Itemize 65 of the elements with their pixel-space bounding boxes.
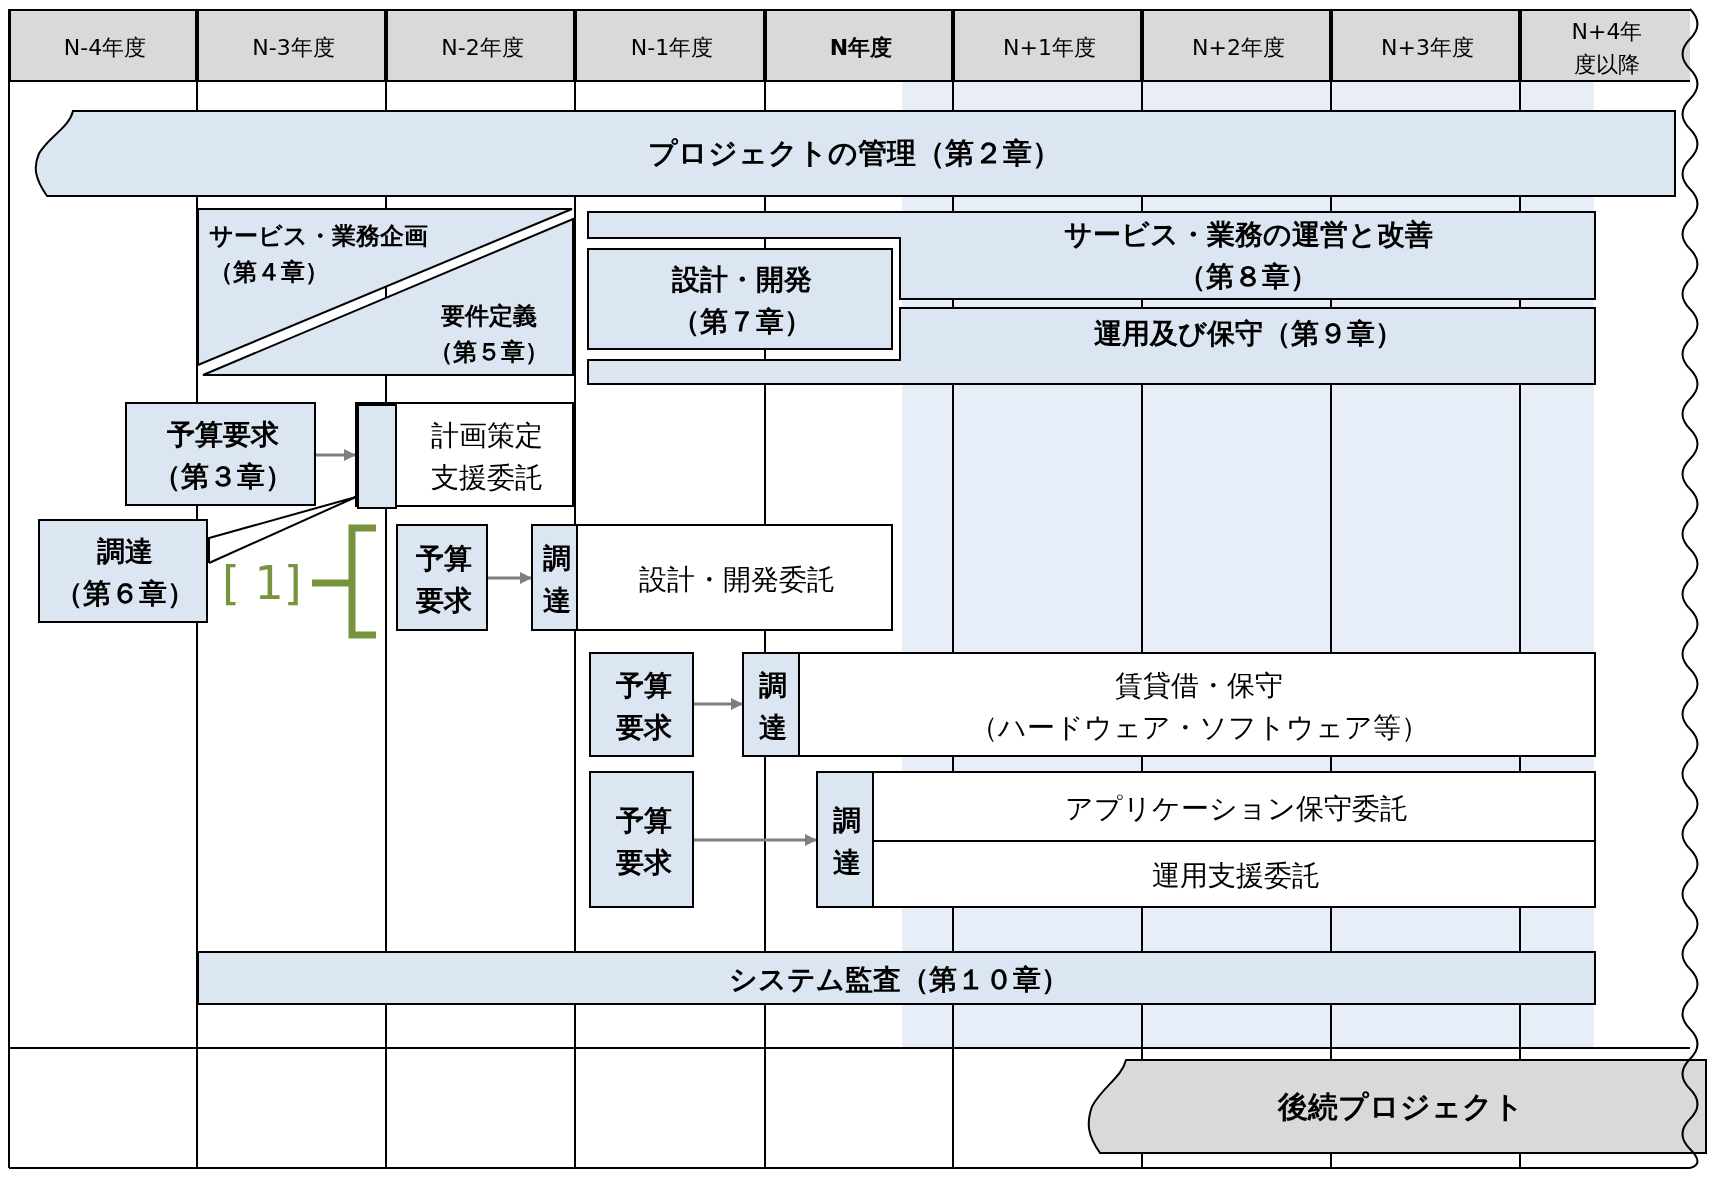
procurement-strip — [816, 771, 874, 908]
task-box — [872, 840, 1596, 908]
task-box — [589, 652, 694, 757]
task-box — [355, 402, 574, 507]
box-label: 予算要求 — [614, 802, 673, 881]
box-label: アプリケーション保守委託 — [1064, 790, 1408, 827]
header-cell — [9, 9, 197, 82]
header-cell — [386, 9, 575, 82]
header-cell — [765, 9, 953, 82]
phase-box — [587, 307, 1596, 385]
box-label: 運用及び保守（第９章） — [1093, 315, 1403, 352]
task-box — [396, 524, 488, 631]
procurement-strip — [742, 652, 800, 757]
box-label: N+4年度以降 — [1570, 17, 1644, 79]
box-label: 予算要求 — [415, 540, 473, 619]
box-label: 設計・開発委託 — [638, 561, 835, 598]
box-label: N-3年度 — [252, 34, 335, 62]
box-label: 調達 — [541, 540, 572, 619]
box-label: N-2年度 — [441, 34, 524, 62]
box-label: N+3年度 — [1381, 34, 1474, 62]
box-label: N+2年度 — [1192, 34, 1285, 62]
callout-box — [38, 519, 208, 623]
phase-box — [587, 211, 1596, 300]
arrow — [316, 449, 356, 461]
box-label: 計画策定支援委託 — [429, 417, 544, 496]
box-label: プロジェクトの管理（第２章） — [647, 134, 1061, 172]
task-box — [125, 402, 316, 506]
procurement-strip — [531, 524, 578, 631]
box-label: 予算要求（第３章） — [152, 417, 293, 495]
box-label: 調達（第６章） — [55, 534, 195, 612]
phase-box — [197, 951, 1596, 1005]
box-label: N年度 — [829, 34, 893, 62]
box-label: 予算要求 — [614, 667, 673, 746]
arrow — [694, 834, 817, 846]
phase-box — [587, 248, 893, 350]
box-label: システム監査（第１０章） — [728, 962, 1069, 998]
header-cell — [1520, 9, 1690, 82]
arrow — [488, 572, 532, 584]
header-cell — [1142, 9, 1331, 82]
box-label: 後続プロジェクト — [1278, 1088, 1524, 1126]
header-cell — [1331, 9, 1520, 82]
box-label: 要件定義（第５章） — [429, 301, 549, 368]
phase-banner — [33, 110, 1675, 197]
arrow — [694, 698, 743, 710]
box-label: サービス・業務企画（第４章） — [209, 221, 428, 288]
header-cell — [575, 9, 765, 82]
box-label: N-1年度 — [630, 34, 714, 62]
box-label: 賃貸借・保守（ハードウェア・ソフトウェア等） — [969, 667, 1429, 746]
task-box — [589, 771, 694, 908]
box-label: 調達 — [832, 802, 862, 881]
box-label: N-4年度 — [63, 34, 147, 62]
phase-banner — [1086, 1059, 1706, 1154]
task-box — [576, 524, 893, 631]
task-box — [798, 652, 1596, 757]
box-label: サービス・業務の運営と改善（第８章） — [1063, 216, 1433, 295]
bracket-label: [ 1] — [222, 560, 302, 606]
task-box — [872, 771, 1596, 842]
header-cell — [197, 9, 386, 82]
box-label: 運用支援委託 — [1152, 858, 1320, 894]
diagonal-split-box — [197, 208, 574, 376]
box-label: 設計・開発（第７章） — [672, 262, 812, 340]
procurement-strip — [357, 404, 397, 509]
header-cell — [953, 9, 1142, 82]
box-label: 調達 — [758, 667, 788, 746]
box-label: N+1年度 — [1003, 34, 1096, 62]
